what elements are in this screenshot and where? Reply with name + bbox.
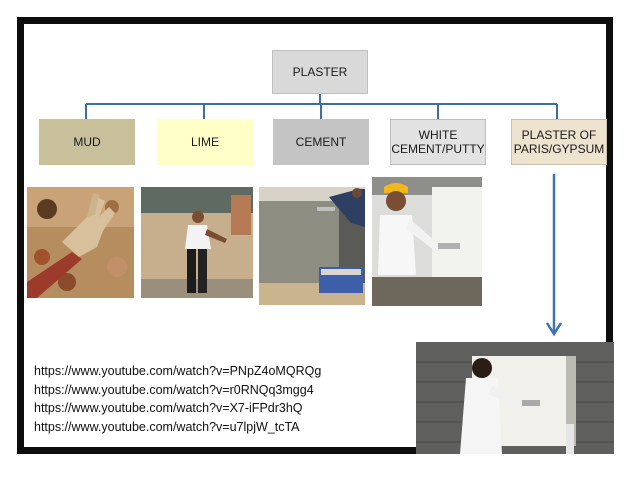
cement-plaster-photo <box>259 187 365 305</box>
plaster-of-paris-photo <box>416 342 614 454</box>
lime-plaster-photo <box>141 187 253 298</box>
white-cement-putty-photo <box>372 177 482 306</box>
white-cement-putty-label: WHITE CEMENT/PUTTY <box>391 128 485 156</box>
slide: PLASTER MUD LIME CEMENT WHITE CEMENT/PUT… <box>17 17 614 454</box>
lime-label: LIME <box>190 135 219 149</box>
video-link[interactable]: https://www.youtube.com/watch?v=u7lpjW_t… <box>34 419 300 434</box>
plaster-root-box: PLASTER <box>272 50 368 94</box>
mud-plaster-photo <box>27 187 134 298</box>
plaster-root-label: PLASTER <box>292 65 348 79</box>
mud-box: MUD <box>39 119 135 165</box>
video-link[interactable]: https://www.youtube.com/watch?v=X7-iFPdr… <box>34 401 303 415</box>
mud-label: MUD <box>73 135 101 149</box>
hierarchy-connectors <box>85 94 563 337</box>
video-links: https://www.youtube.com/watch?v=PNpZ4oMQ… <box>34 362 321 436</box>
video-link[interactable]: https://www.youtube.com/watch?v=PNpZ4oMQ… <box>34 364 322 378</box>
white-cement-putty-box: WHITE CEMENT/PUTTY <box>390 119 486 165</box>
plaster-of-paris-box: PLASTER OF PARIS/GYPSUM <box>511 119 607 165</box>
cement-label: CEMENT <box>295 135 347 149</box>
cement-box: CEMENT <box>273 119 369 165</box>
down-arrow <box>545 174 563 337</box>
lime-box: LIME <box>157 119 253 165</box>
video-link[interactable]: https://www.youtube.com/watch?v=r0RNQq3m… <box>34 382 314 397</box>
plaster-of-paris-label: PLASTER OF PARIS/GYPSUM <box>513 128 605 156</box>
